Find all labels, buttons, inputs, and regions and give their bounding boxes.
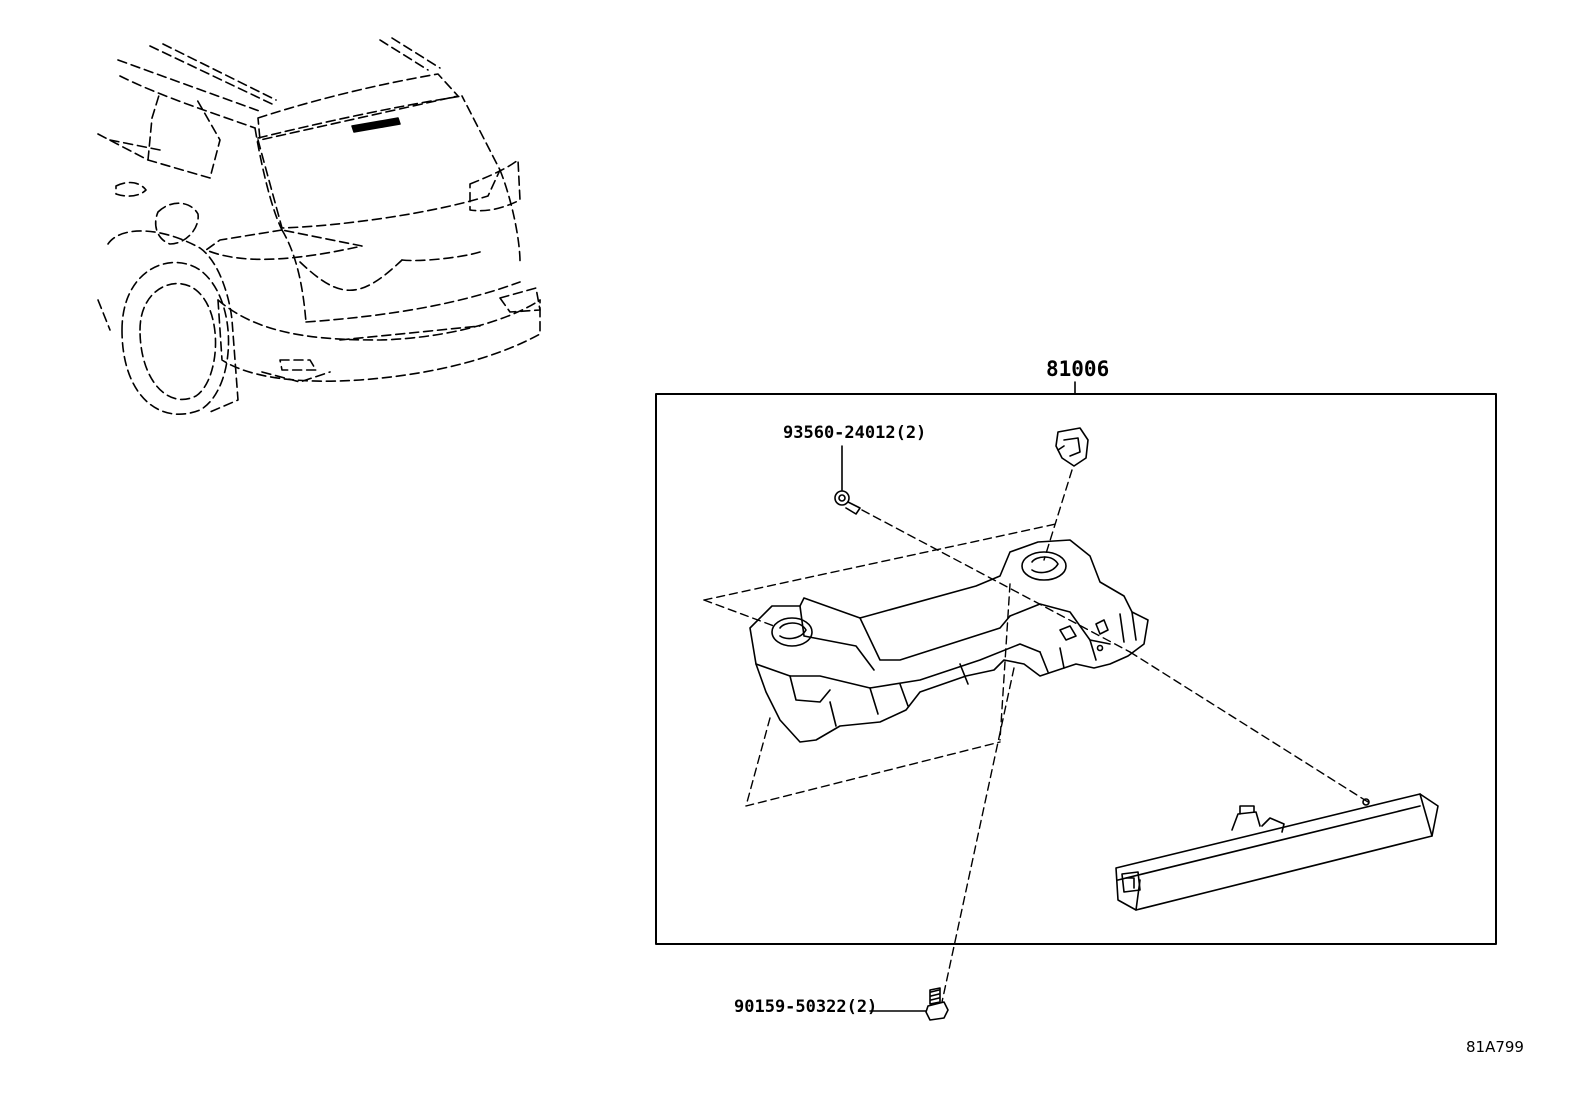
- bolt-part: [925, 987, 949, 1021]
- screw-part-number[interactable]: 93560-24012(2): [783, 423, 927, 443]
- illustration-id: 81A799: [1466, 1038, 1524, 1056]
- stop-lamp-part: [1115, 793, 1439, 911]
- assembly-box: [655, 393, 1497, 945]
- screw-part: [834, 490, 861, 515]
- bolt-part-number[interactable]: 90159-50322(2): [734, 997, 878, 1017]
- vehicle-rear-view: [97, 37, 541, 415]
- bracket-part: [749, 539, 1149, 743]
- assembly-dashed-lines: [703, 469, 1369, 1003]
- clip-part: [1055, 427, 1089, 467]
- stop-lamp-highlight: [351, 117, 401, 133]
- assembly-part-number[interactable]: 81006: [1046, 357, 1110, 381]
